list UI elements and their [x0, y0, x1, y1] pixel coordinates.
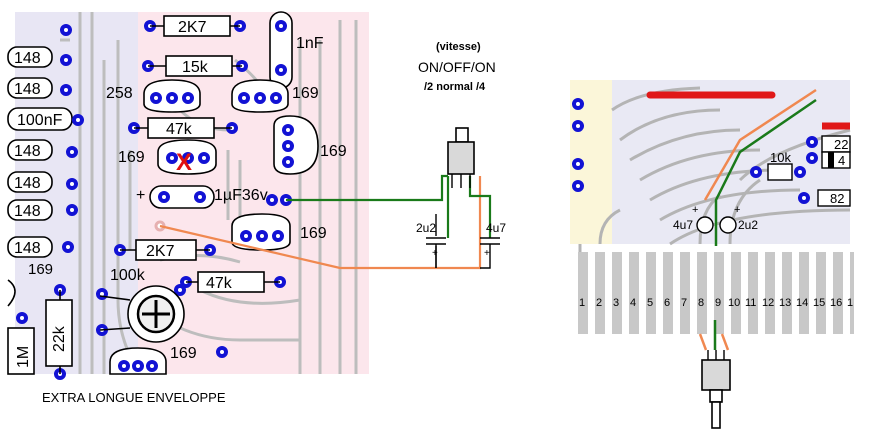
- svg-text:11: 11: [745, 297, 756, 309]
- svg-text:22: 22: [834, 137, 848, 152]
- svg-text:169: 169: [320, 143, 347, 160]
- edge-label-5: 148: [14, 175, 41, 192]
- edge-label-7: 148: [14, 240, 41, 257]
- svg-text:14: 14: [796, 297, 808, 309]
- svg-text:4: 4: [630, 297, 636, 309]
- svg-text:15: 15: [813, 297, 825, 309]
- svg-text:1: 1: [847, 297, 853, 309]
- svg-text:1: 1: [579, 297, 585, 309]
- cap-1nf-label: 1nF: [296, 35, 324, 52]
- resistor-1m: 1M: [7, 327, 35, 375]
- svg-text:47k: 47k: [166, 121, 193, 138]
- edge-label-1: 148: [14, 50, 41, 67]
- svg-text:2K7: 2K7: [146, 243, 175, 260]
- svg-text:258: 258: [106, 85, 133, 102]
- resistor-15k: 15k: [148, 55, 242, 77]
- svg-text:+: +: [692, 204, 698, 216]
- svg-text:16: 16: [830, 297, 842, 309]
- right-cap-4u7: 4u7: [673, 218, 693, 232]
- svg-text:10: 10: [728, 297, 740, 309]
- svg-text:22k: 22k: [51, 325, 68, 352]
- resistor-2k7-top: 2K7: [150, 15, 240, 37]
- resistor-2k7-low: 2K7: [120, 239, 210, 261]
- pads: [16, 20, 286, 380]
- caption: EXTRA LONGUE ENVELOPPE: [42, 390, 226, 405]
- transistor-169-removed: 169 X: [118, 139, 217, 176]
- svg-text:5: 5: [647, 297, 653, 309]
- svg-text:1M: 1M: [15, 346, 32, 368]
- removed-mark: X: [176, 149, 192, 176]
- left-edge-labels: 148 148 100nF 148 148 148 148 169: [7, 46, 73, 278]
- edge-label-6: 148: [14, 203, 41, 220]
- switch-ratios: /2 normal /4: [424, 81, 486, 93]
- toggle-switch-middle: (vitesse) ON/OFF/ON /2 normal /4: [418, 41, 496, 188]
- svg-text:+: +: [432, 248, 438, 259]
- edge-label-4: 148: [14, 143, 41, 160]
- svg-text:2K7: 2K7: [178, 19, 207, 36]
- svg-text:13: 13: [779, 297, 791, 309]
- svg-text:3: 3: [613, 297, 619, 309]
- svg-text:15k: 15k: [182, 59, 209, 76]
- svg-text:6: 6: [664, 297, 670, 309]
- switch-modes: ON/OFF/ON: [418, 59, 496, 75]
- right-board: 1 2 3 4 5 6 7 8 9 10 11 12 13 14 15 16 1: [570, 80, 854, 429]
- transistor-169-b: 169: [231, 213, 327, 251]
- resistor-47k-low: 47k: [186, 271, 280, 293]
- toggle-switch-right: [701, 350, 731, 429]
- svg-text:+: +: [484, 248, 490, 259]
- pin-numbers: 1 2 3 4 5 6 7 8 9 10 11 12 13 14 15 16 1: [579, 297, 853, 309]
- trimmer-100k: 100k: [99, 267, 185, 343]
- svg-text:+: +: [734, 204, 740, 216]
- left-board: 148 148 100nF 148 148 148 148 169: [7, 11, 369, 380]
- svg-text:169: 169: [118, 149, 145, 166]
- transistor-258: 258: [106, 79, 201, 113]
- svg-text:169: 169: [170, 345, 197, 362]
- svg-text:1µF36v: 1µF36v: [214, 187, 268, 204]
- svg-text:100k: 100k: [110, 267, 146, 284]
- svg-text:2: 2: [596, 297, 602, 309]
- edge-label-169: 169: [28, 261, 53, 278]
- transistor-169-vertical: 169: [273, 115, 347, 175]
- svg-text:4u7: 4u7: [486, 221, 506, 235]
- svg-text:8: 8: [698, 297, 704, 309]
- resistor-22k: 22k: [45, 290, 73, 374]
- svg-text:7: 7: [681, 297, 687, 309]
- svg-text:169: 169: [300, 225, 327, 242]
- svg-text:169: 169: [292, 85, 319, 102]
- switch-title: (vitesse): [436, 41, 481, 53]
- transistor-169-a: 169: [231, 79, 319, 113]
- svg-text:47k: 47k: [206, 275, 233, 292]
- svg-text:2u2: 2u2: [416, 221, 436, 235]
- added-cap-2u2: 2u2 +: [416, 214, 446, 268]
- transistor-169-bottom: 169: [109, 345, 197, 375]
- resistor-47k-mid: 47k: [134, 117, 232, 139]
- edge-label-3: 100nF: [17, 112, 63, 129]
- wires: [159, 174, 492, 270]
- added-cap-4u7: 4u7 +: [480, 221, 506, 259]
- svg-text:9: 9: [715, 297, 721, 309]
- edge-label-2: 148: [14, 81, 41, 98]
- right-cap-2u2: 2u2: [738, 218, 758, 232]
- resistor-10k-label: 10k: [770, 150, 791, 165]
- edge-fingers: [578, 252, 854, 334]
- svg-text:4: 4: [838, 153, 845, 168]
- svg-text:12: 12: [762, 297, 774, 309]
- cap-1uf: + 1µF36v: [136, 185, 292, 232]
- svg-text:82: 82: [830, 191, 844, 206]
- cap-plus: +: [136, 187, 145, 204]
